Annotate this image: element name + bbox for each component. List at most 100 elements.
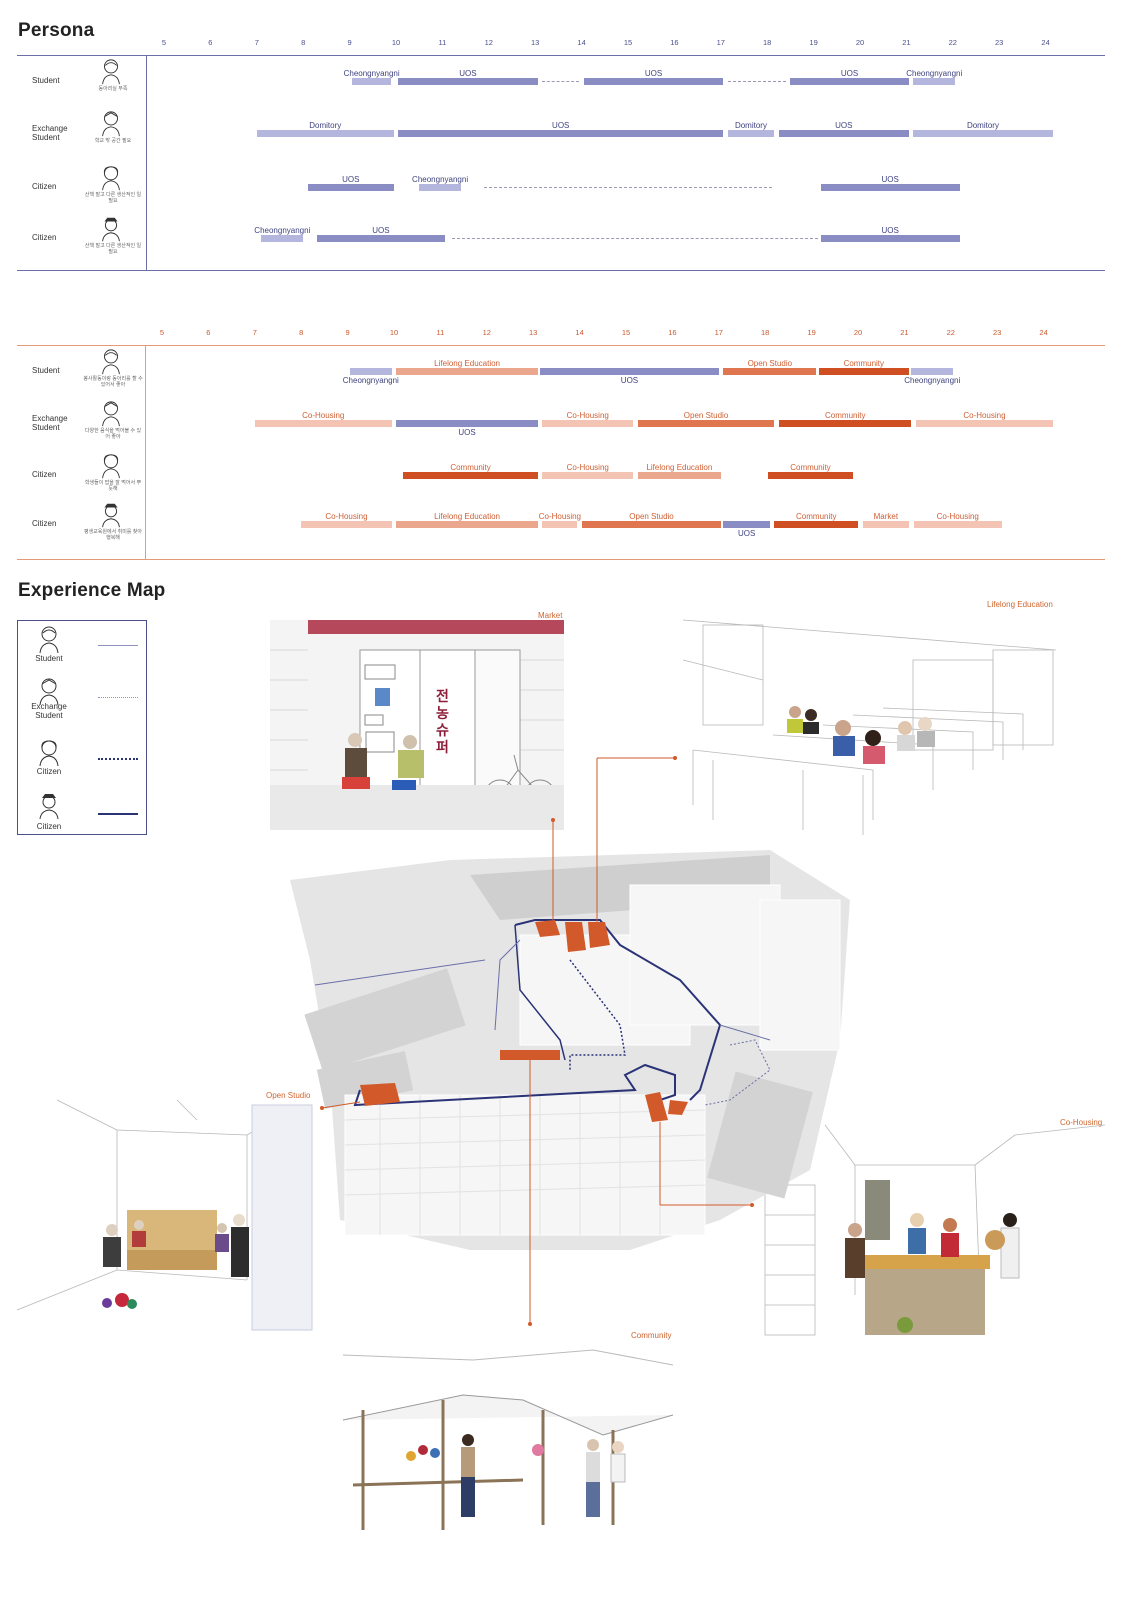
timeline-segment: [542, 81, 580, 82]
persona-label: Student: [32, 76, 60, 85]
persona-label: Exchange Student: [32, 414, 68, 432]
hour-tick-label: 11: [436, 328, 445, 337]
hour-tick-label: 20: [853, 328, 863, 337]
segment-label: Community: [790, 463, 831, 472]
timeline-segment: [581, 521, 722, 528]
hour-tick-label: 16: [670, 38, 679, 47]
market-photo: [270, 620, 564, 830]
legend-label: Citizen: [36, 822, 62, 831]
segment-label: Co-Housing: [325, 512, 368, 521]
timeline-segment: [301, 521, 392, 528]
citizen-elder-icon: [100, 501, 122, 529]
hour-tick-label: 20: [855, 38, 865, 47]
segment-label: Co-Housing: [936, 512, 979, 521]
legend-line-dotted-dark: [98, 758, 138, 760]
segment-label: Co-Housing: [963, 411, 1006, 420]
hour-tick-label: 22: [948, 38, 957, 47]
persona-note: 봉사활동이랑 동아리를 할 수 있어서 좋아: [83, 376, 143, 388]
timeline-segment: [317, 235, 445, 242]
persona-title: Persona: [18, 20, 95, 41]
timeline-segment: [398, 130, 724, 137]
hour-tick-label: 15: [623, 38, 633, 47]
persona-label: Citizen: [32, 470, 57, 479]
citizen-woman-icon: [100, 452, 122, 480]
s1-divider: [146, 55, 147, 270]
hour-tick-label: 9: [347, 38, 352, 47]
hour-tick-label: 8: [299, 328, 304, 337]
kitchen-people: [845, 1213, 1020, 1333]
timeline-segment: [779, 420, 912, 427]
timeline-segment: [419, 184, 461, 191]
timeline-segment: [820, 184, 960, 191]
hour-tick-label: 10: [391, 38, 401, 47]
persona-label: Citizen: [32, 519, 57, 528]
segment-label: Community: [450, 463, 491, 472]
hour-tick-label: 21: [900, 328, 909, 337]
hour-tick-label: 10: [389, 328, 399, 337]
citizen-elder-icon: [100, 215, 122, 243]
seated-people: [342, 733, 424, 790]
segment-label: Domitory: [966, 121, 999, 130]
hour-tick-label: 12: [484, 38, 493, 47]
segment-label: Cheongnyangni: [906, 69, 963, 78]
persona-note: 동아리실 부족: [98, 86, 128, 92]
hour-tick-label: 7: [252, 328, 257, 337]
hour-tick-label: 17: [716, 38, 725, 47]
persona-label: Student: [32, 366, 60, 375]
timeline-segment: [351, 78, 392, 85]
co-housing-photo-label: Co-Housing: [1060, 1118, 1103, 1127]
segment-label: Open Studio: [629, 512, 674, 521]
timeline-segment: [542, 472, 633, 479]
timeline-segment: [256, 130, 394, 137]
hour-tick-label: 5: [159, 328, 165, 337]
community-photo: [342, 1340, 674, 1535]
legend-item-exchange-student: Exchange Student: [18, 675, 146, 725]
exchange-student-icon: [100, 400, 122, 428]
timeline-segment: [542, 420, 633, 427]
segment-label: Cheongnyangni: [904, 376, 961, 385]
persona-row-2: Exchange Student 다양한 음식을 먹어볼 수 있어 좋아: [18, 400, 146, 450]
experience-map-title: Experience Map: [18, 580, 166, 601]
segment-label: Open Studio: [747, 359, 793, 368]
segment-label: Co-Housing: [566, 463, 609, 472]
timeline-segment: [396, 368, 538, 375]
segment-label: UOS: [644, 69, 663, 78]
exchange-student-icon: [39, 678, 59, 706]
hour-tick-label: 19: [807, 328, 816, 337]
hour-tick-label: 8: [301, 38, 306, 47]
hour-tick-label: 21: [902, 38, 911, 47]
hour-tick-label: 23: [995, 38, 1004, 47]
timeline-segment: [637, 420, 775, 427]
hour-tick-label: 15: [621, 328, 631, 337]
segment-label: Co-Housing: [538, 512, 581, 521]
hour-tick-label: 12: [482, 328, 491, 337]
hour-tick-label: 22: [946, 328, 955, 337]
hour-tick-label: 16: [668, 328, 677, 337]
timeline-segment: [349, 368, 392, 375]
segment-label: UOS: [620, 376, 639, 385]
map-legend: Student Exchange Student Citizen Citizen: [17, 620, 147, 835]
segment-label: Community: [843, 359, 885, 368]
hour-tick-label: 24: [1039, 328, 1048, 337]
timeline-segment: [820, 235, 960, 242]
s1-bottom-line: [17, 270, 1105, 271]
timeline-segment: [790, 78, 909, 85]
persona-note: 산책 말고 다른 생산적인 일 필요: [84, 192, 142, 204]
hour-tick-label: 7: [254, 38, 259, 47]
persona-note: 산책 말고 다른 생산적인 일 필요: [84, 243, 142, 255]
segment-label: Community: [825, 411, 866, 420]
student-icon: [39, 626, 59, 654]
timeline-segment: [727, 81, 786, 82]
segment-label: Community: [796, 512, 837, 521]
legend-line-solid-light: [98, 645, 138, 646]
persona-note: 다양한 음식을 먹어볼 수 있어 좋아: [84, 428, 142, 440]
classroom-people: [787, 706, 935, 764]
hour-tick-label: 17: [714, 328, 723, 337]
legend-label: Student: [35, 654, 63, 663]
s2-bottom-line: [17, 559, 1105, 560]
segment-label: UOS: [835, 121, 853, 130]
legend-line-dotted-light: [98, 697, 138, 698]
segment-label: Cheongnyangni: [412, 175, 469, 184]
